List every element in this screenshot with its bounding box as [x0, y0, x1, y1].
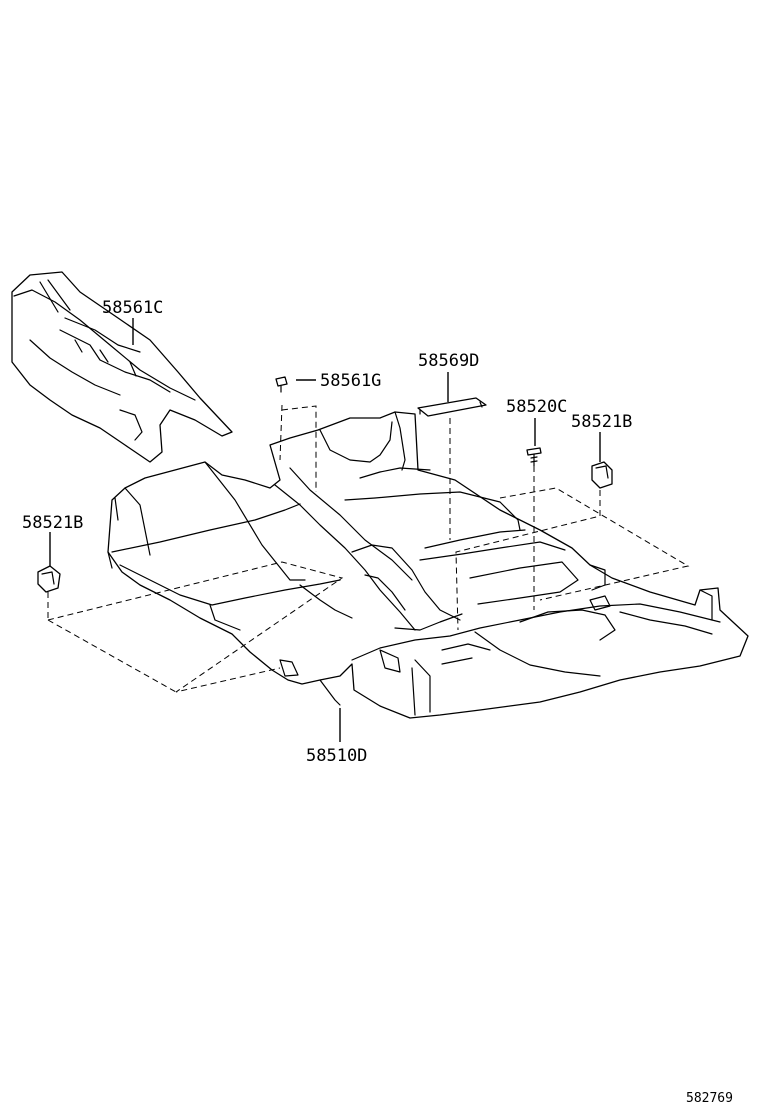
label-58521b-left: 58521B: [22, 513, 83, 533]
reference-number: 582769: [686, 1091, 733, 1106]
label-58521b-right: 58521B: [571, 412, 632, 432]
clip-58521b-left: [37, 565, 61, 593]
bracket-58569d: [417, 397, 487, 417]
floor-carpet-58510d: [107, 411, 749, 719]
clip-58521b-right: [591, 461, 613, 489]
clip-58561g: [275, 376, 288, 393]
screw-58520c: [526, 447, 542, 467]
assembly-dashed-lines: [47, 404, 690, 693]
label-58520c: 58520C: [506, 397, 567, 417]
label-58561g: 58561G: [320, 371, 381, 391]
leader-lines: [49, 318, 601, 742]
insulator-pad-58561c: [11, 271, 233, 463]
label-58510d: 58510D: [306, 746, 367, 766]
label-58569d: 58569D: [418, 351, 479, 371]
label-58561c: 58561C: [102, 298, 163, 318]
